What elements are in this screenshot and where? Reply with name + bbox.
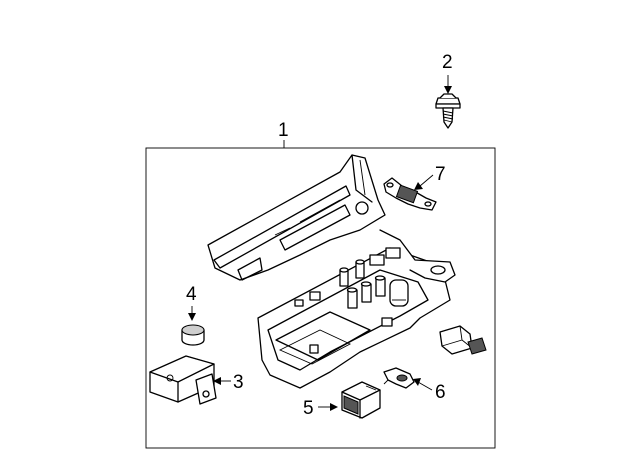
callout-3-arrowhead: [213, 377, 221, 385]
callout-1-label: 1: [278, 120, 289, 141]
callout-5-arrowhead: [330, 403, 338, 411]
callout-7-arrowhead: [414, 182, 423, 190]
block-part: [149, 355, 217, 405]
callout-4-label: 4: [186, 284, 197, 305]
callout-4[interactable]: 4: [186, 284, 197, 321]
relay-part: [439, 325, 487, 355]
callout-3-label: 3: [233, 372, 244, 393]
callout-2-label: 2: [442, 52, 453, 73]
callout-2-arrowhead: [444, 86, 452, 94]
callout-2[interactable]: 2: [442, 52, 453, 94]
clip-part: [383, 367, 415, 389]
fuse-terminals: [294, 247, 409, 354]
cap-part: [181, 324, 205, 346]
callout-6-arrowhead: [413, 378, 421, 386]
callout-1[interactable]: 1: [278, 120, 289, 148]
fuse-link-part: [383, 177, 437, 211]
callout-7-label: 7: [435, 164, 446, 185]
callout-6[interactable]: 6: [413, 378, 446, 403]
bolt-part: [435, 93, 461, 129]
callout-4-arrowhead: [188, 313, 196, 321]
callout-6-leader: [417, 381, 433, 391]
callout-5-label: 5: [303, 398, 314, 419]
connector-part: [341, 381, 381, 419]
fuse-box-housing: [207, 154, 456, 389]
callout-5[interactable]: 5: [303, 398, 338, 419]
callout-3[interactable]: 3: [213, 372, 244, 393]
callout-6-label: 6: [435, 382, 446, 403]
callout-7-leader: [419, 174, 434, 187]
callout-7[interactable]: 7: [414, 164, 446, 190]
assembly-frame: [145, 147, 496, 449]
